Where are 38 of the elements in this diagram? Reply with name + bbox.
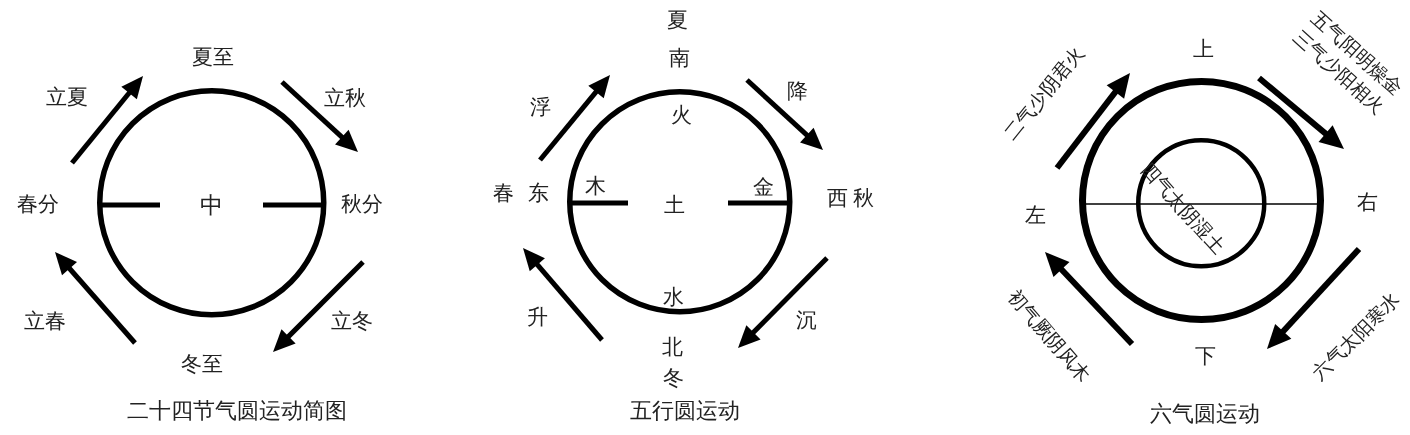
- panel-caption: 五行圆运动: [630, 400, 740, 422]
- element-label: 水: [662, 286, 684, 308]
- position-label: 上: [1192, 38, 1214, 60]
- season-label: 冬: [662, 367, 684, 389]
- element-label: 火: [670, 104, 692, 126]
- motion-label: 浮: [529, 96, 551, 118]
- term-label: 冬至: [181, 353, 223, 375]
- center-label: 中: [199, 193, 223, 217]
- season-label: 秋: [852, 187, 874, 209]
- panel-caption: 六气圆运动: [1150, 403, 1260, 425]
- term-label: 立春: [24, 310, 66, 332]
- outer-circle: [1078, 77, 1324, 323]
- term-label: 春分: [17, 193, 59, 215]
- motion-label: 升: [526, 306, 548, 328]
- position-label: 下: [1194, 345, 1216, 367]
- qi-label: 二气少阴君火: [1000, 42, 1088, 144]
- season-label: 春: [492, 182, 514, 204]
- term-label: 立冬: [331, 310, 373, 332]
- element-label: 木: [584, 175, 606, 197]
- inner-circle: [1135, 137, 1267, 269]
- element-label: 土: [663, 194, 685, 216]
- qi-label: 初气厥阴风木: [1004, 286, 1094, 386]
- panel-caption: 二十四节气圆运动简图: [127, 400, 347, 422]
- season-label: 夏: [666, 9, 688, 31]
- qi-label: 四气太阴湿土: [1137, 159, 1229, 257]
- direction-label: 北: [661, 336, 683, 358]
- position-label: 右: [1356, 191, 1378, 213]
- direction-label: 西: [826, 187, 848, 209]
- direction-label: 东: [527, 182, 549, 204]
- motion-label: 降: [786, 80, 808, 102]
- term-label: 立秋: [324, 87, 366, 109]
- direction-label: 南: [668, 47, 690, 69]
- term-label: 夏至: [192, 46, 234, 68]
- qi-label: 六气太阳寒水: [1309, 289, 1403, 383]
- position-label: 左: [1024, 204, 1046, 226]
- element-label: 金: [752, 176, 774, 198]
- term-label: 立夏: [46, 86, 88, 108]
- motion-label: 沉: [795, 309, 817, 331]
